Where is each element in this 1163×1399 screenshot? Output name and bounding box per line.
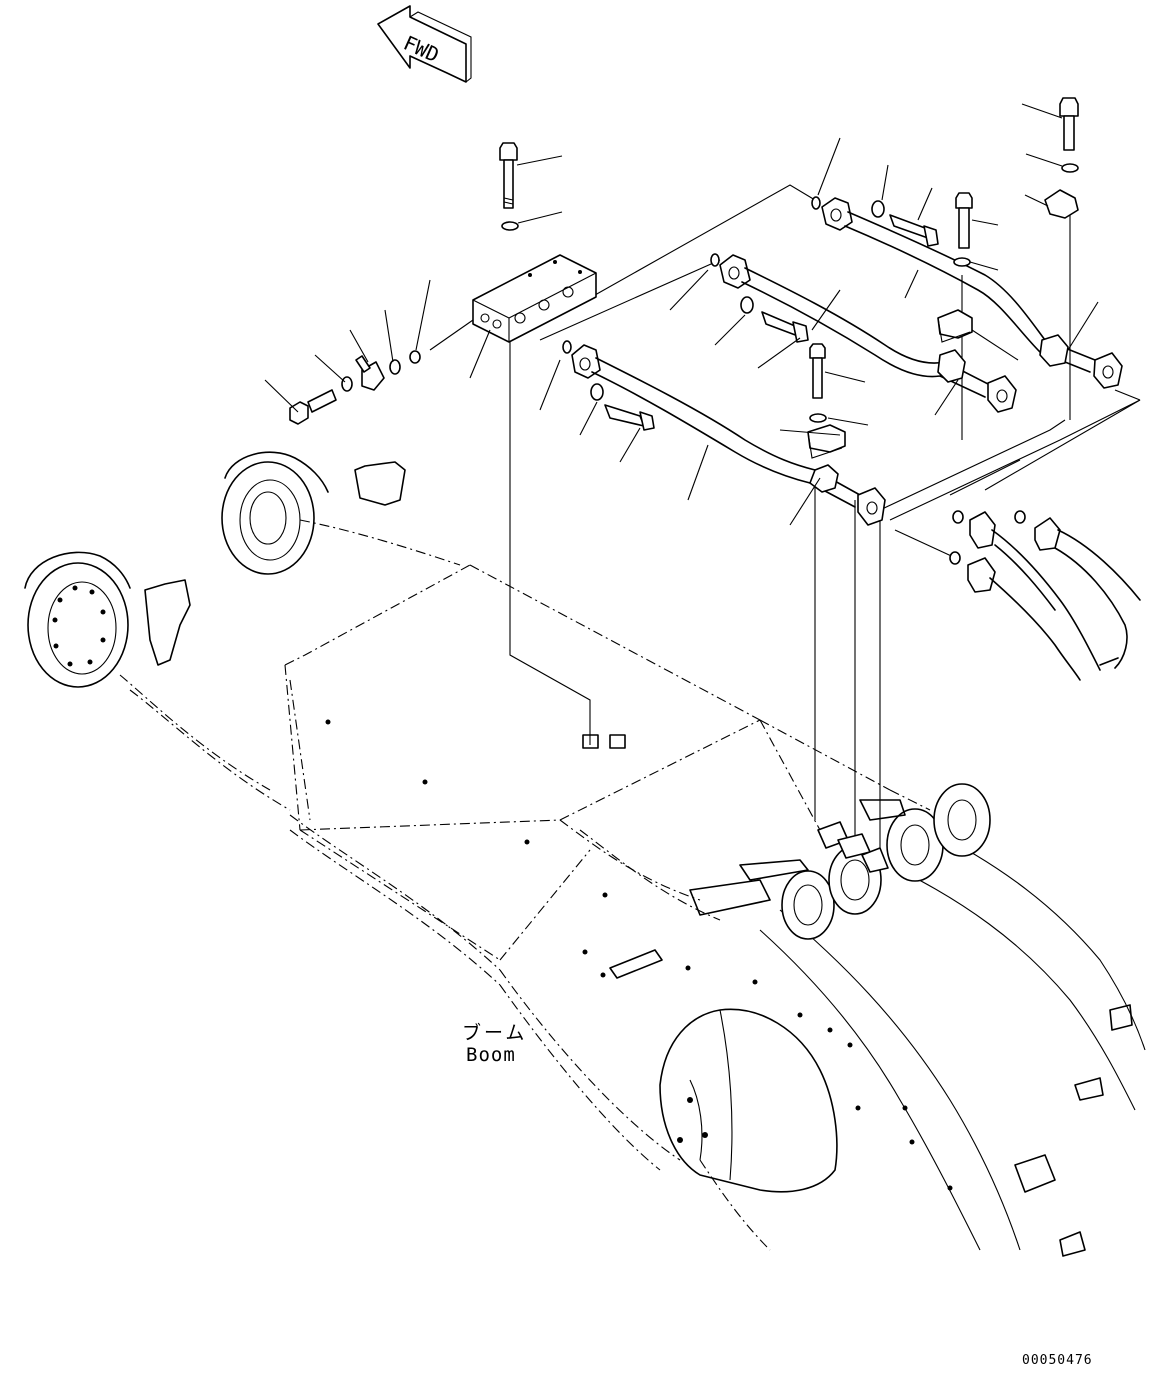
hose-connections-right bbox=[949, 510, 1141, 681]
boom-foot-bosses bbox=[689, 783, 991, 940]
bolt-top-left bbox=[499, 142, 563, 231]
tube-lower bbox=[539, 340, 886, 526]
boom-label-english: Boom bbox=[466, 1044, 516, 1066]
boom-structure bbox=[24, 451, 1146, 1251]
drawing-number: 00050476 bbox=[1022, 1353, 1093, 1368]
manifold-block bbox=[472, 254, 597, 343]
assembly-guide-lines bbox=[509, 184, 1141, 860]
boom-foot-linkage bbox=[817, 821, 889, 873]
hose-clamp-brackets bbox=[1014, 1004, 1133, 1257]
forward-arrow-marker: FWD bbox=[377, 5, 472, 83]
bolt-top-right bbox=[1021, 97, 1079, 219]
boom-surface-fasteners bbox=[325, 719, 953, 1191]
cylinder-head bbox=[659, 1008, 838, 1193]
boom-label-japanese: ブーム bbox=[462, 1022, 528, 1044]
left-fastener-chain bbox=[264, 279, 491, 425]
tube-upper bbox=[811, 137, 1123, 389]
tube-middle bbox=[669, 253, 1019, 426]
